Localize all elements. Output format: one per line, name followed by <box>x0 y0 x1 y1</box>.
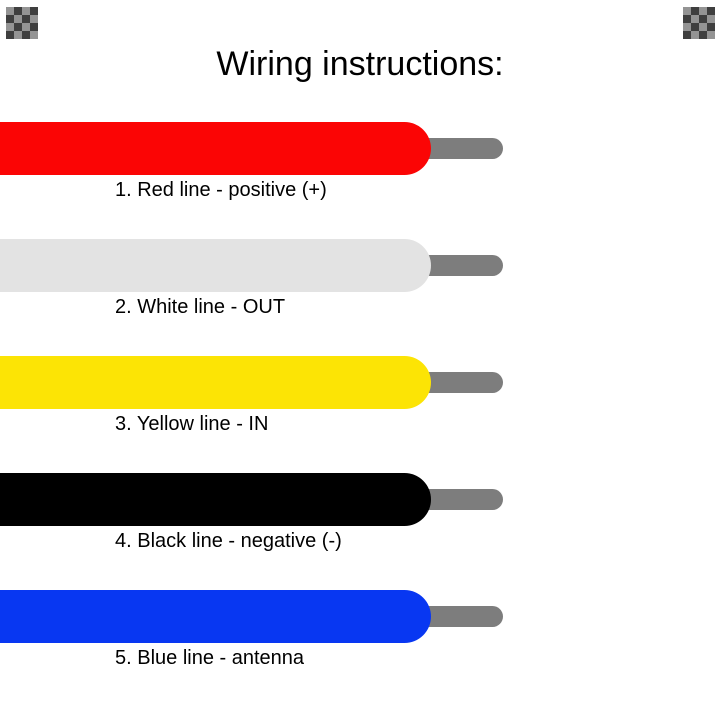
wire-red-label: 1. Red line - positive (+) <box>115 179 327 201</box>
wire-blue-label: 5. Blue line - antenna <box>115 647 305 669</box>
wire-black-label: 4. Black line - negative (-) <box>115 530 342 552</box>
page-title: Wiring instructions: <box>216 45 504 83</box>
wire-red-bar <box>0 122 431 175</box>
transparency-checker-top-right-icon <box>683 7 715 39</box>
wire-black-bar <box>0 473 431 526</box>
wire-row-black: 4. Black line - negative (-) <box>0 473 720 590</box>
wire-row-white: 2. White line - OUT <box>0 239 720 356</box>
wire-blue-bar <box>0 590 431 643</box>
wire-white-bar <box>0 239 431 292</box>
transparency-checker-top-left-icon <box>6 7 38 39</box>
wire-row-red: 1. Red line - positive (+) <box>0 122 720 239</box>
wire-yellow-label: 3. Yellow line - IN <box>115 413 269 435</box>
wire-row-yellow: 3. Yellow line - IN <box>0 356 720 473</box>
wire-row-blue: 5. Blue line - antenna <box>0 590 720 707</box>
wire-white-label: 2. White line - OUT <box>115 296 286 318</box>
wire-yellow-bar <box>0 356 431 409</box>
